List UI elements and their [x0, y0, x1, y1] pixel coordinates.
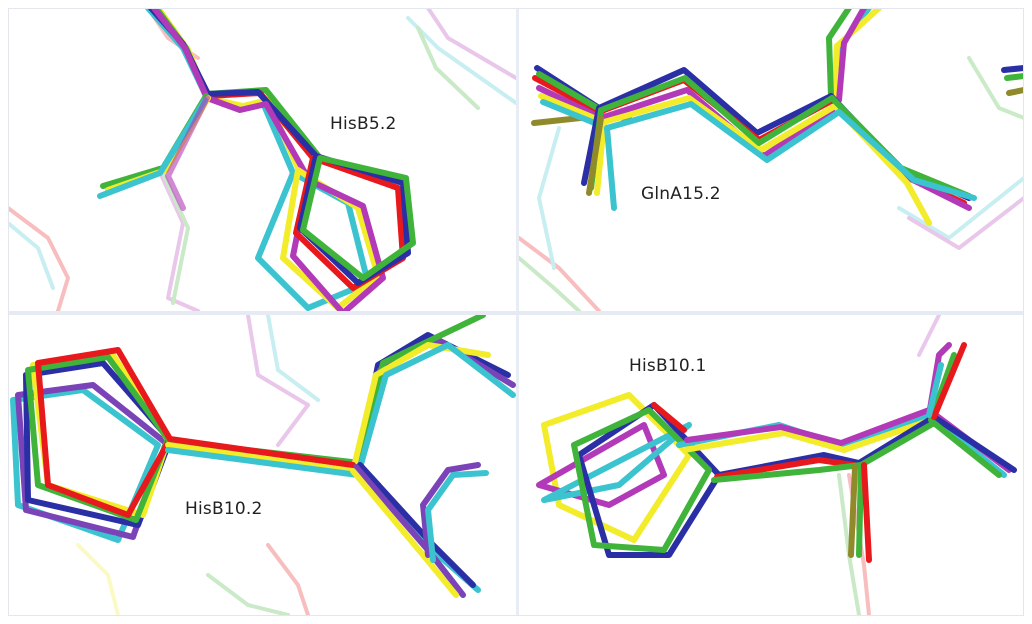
branch-upper: [425, 470, 489, 563]
faint-stick: [206, 573, 290, 615]
branch-yellow: [831, 8, 882, 101]
faint-stick: [266, 315, 320, 402]
backbone-magenta: [151, 8, 311, 181]
faint-stick: [519, 236, 601, 311]
faint-stick: [406, 16, 516, 105]
backbone-red: [714, 457, 857, 480]
structure-overlay-bottom-right: [536, 315, 1017, 615]
faint-stick: [266, 543, 310, 615]
structure-overlay-top-left: [8, 8, 516, 311]
panel-label: HisB5.2: [330, 114, 397, 134]
faint-stick: [156, 166, 200, 311]
tick-yellow: [594, 119, 607, 196]
edge-fragment: [1006, 87, 1024, 96]
faint-stick: [76, 543, 120, 615]
ring-green: [571, 407, 712, 553]
leg-green: [856, 462, 864, 558]
figure-frame: [8, 8, 1024, 616]
branch-red: [931, 342, 967, 420]
structure-overlay-top-right: [519, 8, 1024, 311]
faint-stick: [8, 221, 55, 290]
backbone-cyan: [165, 342, 516, 478]
tick-olive: [586, 115, 604, 196]
leg-olive: [848, 464, 858, 558]
branch-magenta: [836, 8, 867, 103]
faint-stick: [416, 26, 480, 110]
faint-stick: [917, 315, 941, 357]
faint-stick: [897, 176, 1024, 240]
edge-fragment: [1004, 73, 1024, 81]
backbone-red: [167, 436, 356, 468]
edge-fragment: [1001, 65, 1024, 73]
ring-red: [35, 347, 173, 518]
panel-label: HisB10.2: [185, 499, 263, 519]
panel-bottom-left: HisB10.2: [8, 315, 516, 615]
panel-top-left: HisB5.2: [8, 8, 516, 311]
panel-divider-horizontal: [8, 311, 1024, 315]
sidechain-cyan: [97, 97, 208, 199]
ring-green: [300, 155, 416, 281]
faint-stick: [907, 196, 1024, 250]
ring-magenta: [290, 177, 386, 311]
tick-blue: [581, 105, 602, 186]
faint-stick: [519, 256, 581, 311]
leg-yellow: [350, 468, 459, 598]
sidechain-magenta: [165, 95, 210, 211]
backbone-yellow: [681, 417, 934, 453]
faint-stick: [967, 56, 1024, 120]
faint-stick: [246, 315, 310, 447]
branch-cyan: [926, 362, 944, 418]
branch-green: [826, 8, 852, 99]
ring-green: [25, 354, 171, 523]
panel-bottom-right: HisB10.1: [519, 315, 1024, 615]
faint-stick: [426, 8, 516, 80]
faint-stick: [8, 206, 70, 311]
ring-blue: [297, 153, 411, 286]
ring-red: [651, 402, 687, 433]
branch-upper: [420, 462, 481, 558]
panel-label: GlnA15.2: [641, 184, 721, 204]
tick-cyan: [604, 125, 617, 211]
panel-top-right: GlnA15.2: [519, 8, 1024, 311]
panel-label: HisB10.1: [629, 356, 707, 376]
leg-red: [861, 462, 872, 563]
faint-stick: [537, 126, 561, 270]
faint-stick: [161, 171, 190, 305]
structure-overlay-bottom-left: [10, 315, 516, 615]
